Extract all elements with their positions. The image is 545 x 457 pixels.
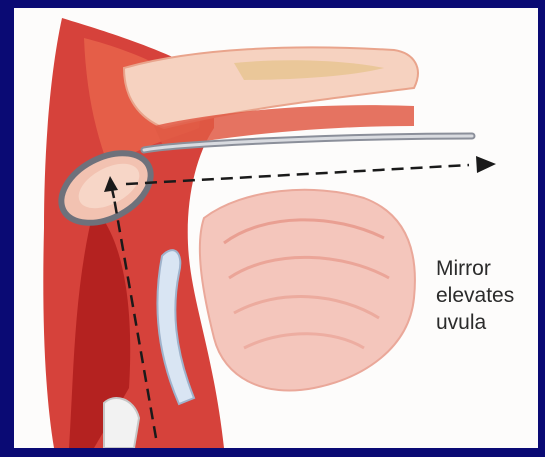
- caption: Mirror elevates uvula: [436, 255, 536, 336]
- caption-line-2: elevates: [436, 282, 536, 309]
- arrow-right-icon: [476, 156, 496, 173]
- caption-line-3: uvula: [436, 309, 536, 336]
- anatomy-illustration: [14, 8, 538, 448]
- illustration-panel: Mirror elevates uvula: [14, 8, 538, 448]
- larynx-opening: [104, 398, 139, 448]
- caption-line-1: Mirror: [436, 255, 536, 282]
